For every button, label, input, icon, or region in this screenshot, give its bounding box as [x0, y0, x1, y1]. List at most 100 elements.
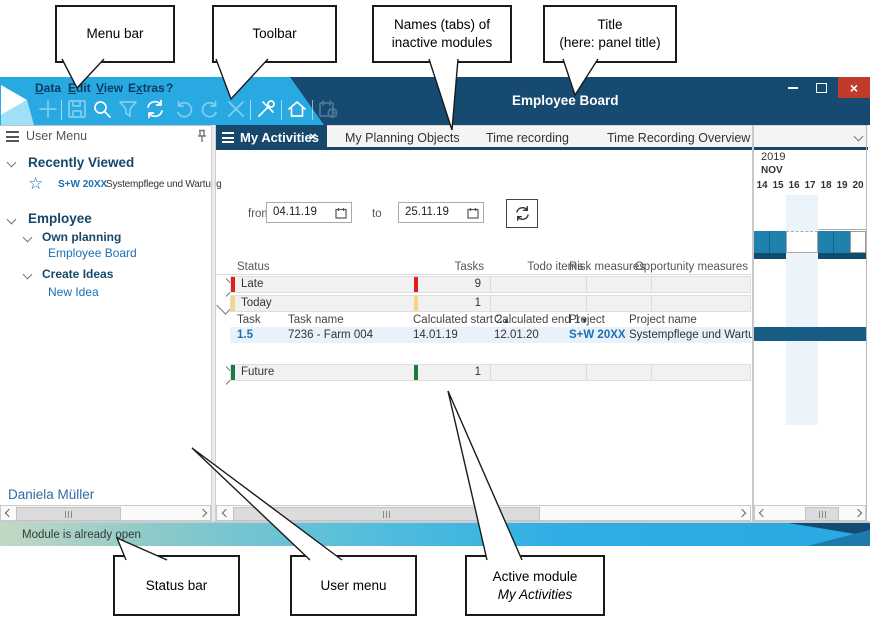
- undo-button[interactable]: [172, 97, 196, 121]
- delete-button[interactable]: [224, 97, 248, 121]
- sidebar-splitter[interactable]: [211, 125, 216, 521]
- scroll-right-icon[interactable]: [851, 506, 864, 520]
- tab-bar: [216, 125, 868, 148]
- toolbar-separator: [61, 100, 62, 120]
- gantt-day: 18: [820, 180, 832, 191]
- search-button[interactable]: [90, 97, 114, 121]
- tab-my-activities[interactable]: [216, 125, 327, 150]
- sidebar-section-recently-viewed[interactable]: Recently Viewed: [28, 155, 135, 170]
- subcol-task-name[interactable]: Task name: [288, 314, 344, 326]
- sidebar-menu-icon[interactable]: [6, 131, 19, 145]
- recent-item-code[interactable]: S+W 20XX: [58, 179, 108, 190]
- redo-button[interactable]: [198, 97, 222, 121]
- sidebar-group-own-planning[interactable]: Own planning: [42, 230, 122, 244]
- task-project[interactable]: S+W 20XX: [569, 329, 626, 341]
- to-date-input[interactable]: [403, 205, 465, 219]
- sidebar-link-new-idea[interactable]: New Idea: [48, 285, 99, 299]
- tab-time-recording-overview[interactable]: Time Recording Overview: [607, 131, 751, 145]
- toolbar-separator: [250, 100, 251, 120]
- sidebar-group-create-ideas[interactable]: Create Ideas: [42, 267, 114, 281]
- refresh-button[interactable]: [143, 97, 167, 121]
- scroll-right-icon[interactable]: [196, 506, 209, 520]
- tab-menu-icon[interactable]: [222, 132, 234, 146]
- callout-title: Title(here: panel title): [543, 5, 677, 63]
- from-date-field[interactable]: [266, 202, 352, 223]
- subcol-calculated-end[interactable]: Calculated end 1▼: [494, 314, 589, 326]
- task-id[interactable]: 1.5: [237, 329, 253, 341]
- subcol-task[interactable]: Task: [237, 314, 261, 326]
- menu-item-edit[interactable]: Edit: [68, 81, 91, 95]
- gantt-year-label: 2019: [761, 151, 786, 163]
- gantt-right-border: [866, 125, 867, 521]
- group-row-late[interactable]: Late 9: [230, 276, 751, 293]
- group-label: Late: [241, 278, 264, 290]
- star-icon[interactable]: ☆: [28, 174, 44, 193]
- toolbar-separator: [312, 100, 313, 120]
- scroll-left-icon[interactable]: [2, 506, 15, 520]
- task-gantt-bar[interactable]: [754, 327, 866, 341]
- capacity-bar-empty: [786, 231, 818, 253]
- maximize-button[interactable]: [809, 77, 833, 98]
- main-scrollbar[interactable]: [216, 505, 751, 521]
- app-logo-icon: [1, 85, 34, 125]
- capacity-bar-filled: [770, 231, 786, 253]
- col-risk-measures: Risk measures: [568, 261, 645, 273]
- scrollbar-thumb[interactable]: [233, 507, 540, 521]
- apply-refresh-button[interactable]: [506, 199, 538, 228]
- gantt-day: 17: [804, 180, 816, 191]
- gantt-scrollbar[interactable]: [754, 505, 866, 521]
- save-button[interactable]: [65, 97, 89, 121]
- subcol-project-name[interactable]: Project name: [629, 314, 697, 326]
- tab-time-recording[interactable]: Time recording: [486, 131, 569, 145]
- callout-status-bar: Status bar: [113, 555, 240, 616]
- capacity-bar-empty: [850, 231, 866, 253]
- current-user-label: Daniela Müller: [8, 487, 95, 502]
- recent-item-name[interactable]: Systempflege und Wartung: [106, 179, 222, 190]
- group-task-count: 1: [474, 297, 481, 309]
- menu-item-extras[interactable]: Extras: [128, 81, 165, 95]
- sidebar-link-employee-board[interactable]: Employee Board: [48, 246, 137, 260]
- group-label: Today: [241, 297, 272, 309]
- menu-item-data[interactable]: Data: [35, 81, 62, 95]
- to-date-field[interactable]: [398, 202, 484, 223]
- calendar-icon[interactable]: [467, 207, 479, 219]
- status-message: Module is already open: [22, 529, 141, 541]
- gantt-splitter[interactable]: [752, 125, 754, 521]
- sidebar-scrollbar[interactable]: [0, 505, 211, 521]
- group-task-count: 9: [474, 278, 481, 290]
- minimize-button[interactable]: [781, 77, 805, 98]
- close-button[interactable]: ×: [838, 77, 870, 98]
- pin-icon[interactable]: [195, 129, 208, 143]
- capacity-bar-filled: [818, 231, 834, 253]
- group-row-today[interactable]: Today 1: [230, 295, 751, 312]
- tab-my-planning-objects[interactable]: My Planning Objects: [345, 131, 460, 145]
- callout-toolbar: Toolbar: [212, 5, 337, 63]
- weekend-band: [786, 195, 818, 425]
- planning-calendar-button[interactable]: [316, 97, 340, 121]
- col-tasks: Tasks: [454, 261, 484, 273]
- new-button[interactable]: [36, 97, 60, 121]
- scroll-left-icon[interactable]: [756, 506, 769, 520]
- scroll-right-icon[interactable]: [735, 506, 748, 520]
- menu-item-help[interactable]: ?: [166, 81, 174, 95]
- group-row-future[interactable]: Future 1: [230, 364, 751, 381]
- filter-button[interactable]: [116, 97, 140, 121]
- tab-close-icon[interactable]: ×: [309, 129, 317, 144]
- minimize-icon: [788, 86, 798, 89]
- scrollbar-thumb[interactable]: [16, 507, 121, 521]
- menu-item-view[interactable]: View: [96, 81, 124, 95]
- capacity-bar-filled: [754, 231, 770, 253]
- task-row[interactable]: [230, 327, 751, 343]
- window-bottom-edge: [0, 521, 870, 523]
- subcol-project[interactable]: Project: [569, 314, 605, 326]
- tools-button[interactable]: [254, 97, 278, 121]
- group-label: Future: [241, 366, 275, 378]
- from-date-input[interactable]: [271, 205, 333, 219]
- subcol-calculated-start[interactable]: Calculated start 2▲: [413, 314, 511, 326]
- calendar-icon[interactable]: [335, 207, 347, 219]
- home-button[interactable]: [285, 97, 309, 121]
- scrollbar-thumb[interactable]: [805, 507, 839, 521]
- scroll-left-icon[interactable]: [219, 506, 232, 520]
- sidebar-section-employee[interactable]: Employee: [28, 211, 92, 226]
